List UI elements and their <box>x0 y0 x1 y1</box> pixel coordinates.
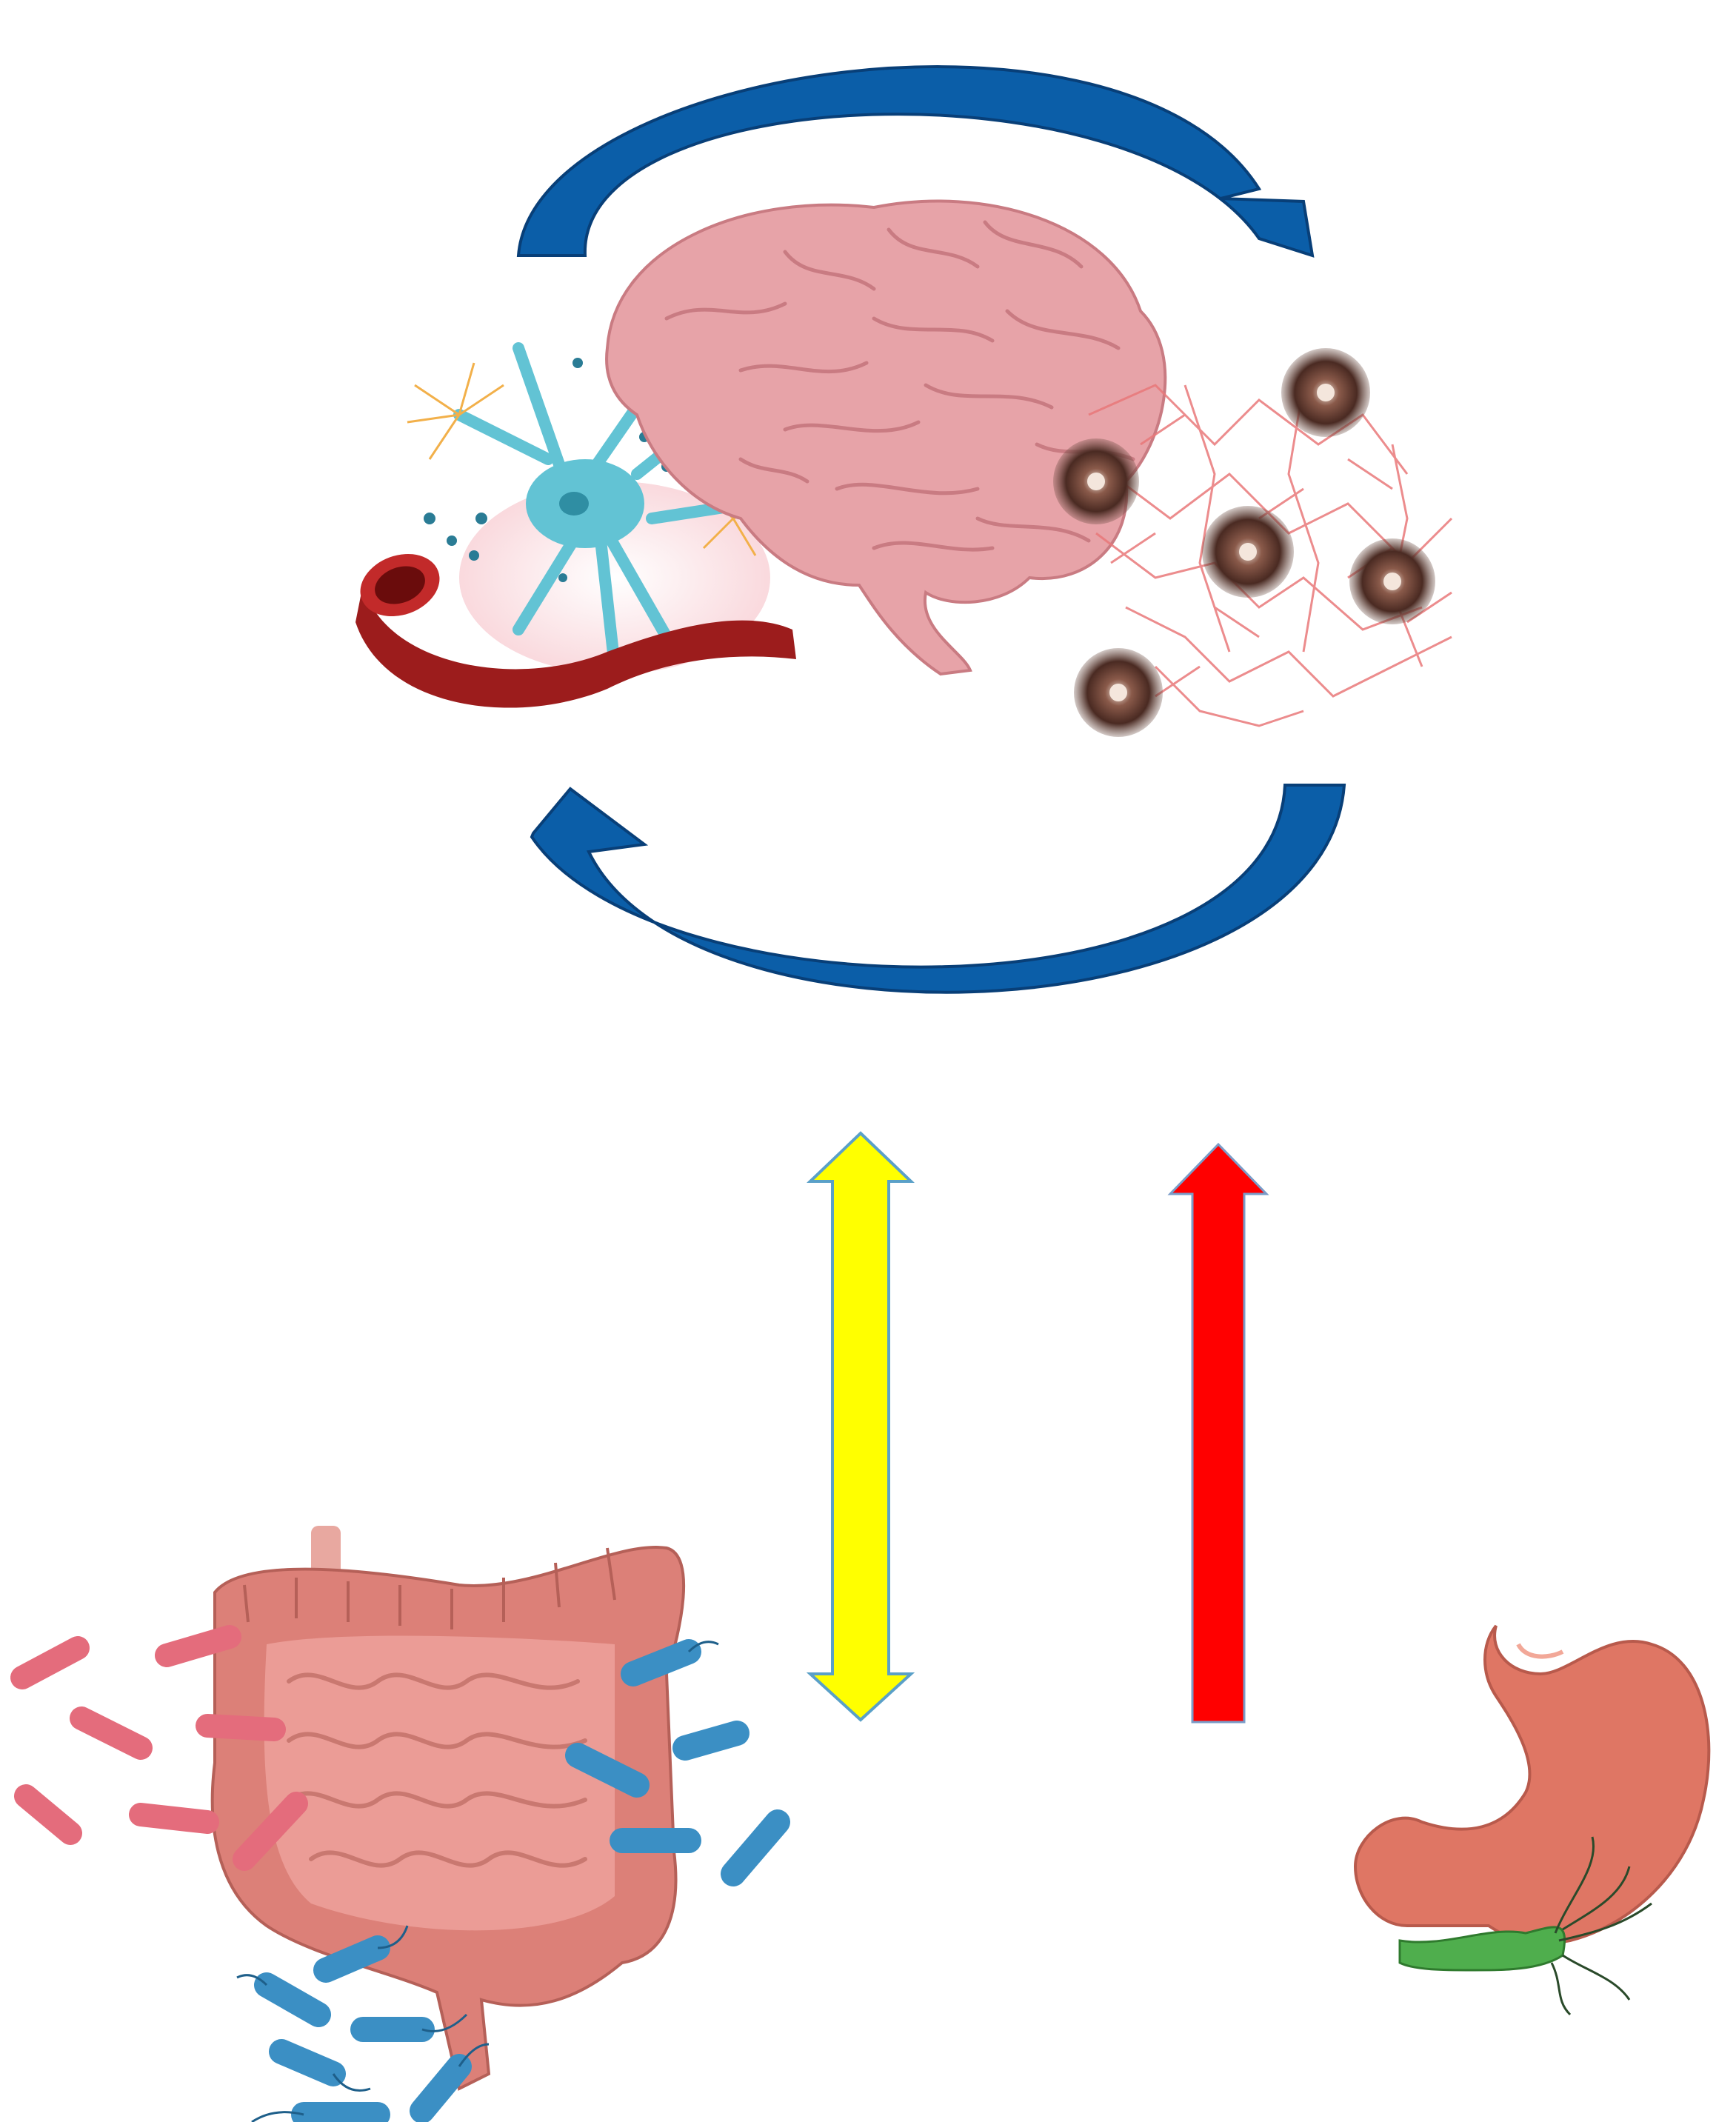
amyloid-plaque-icon <box>1053 348 1453 737</box>
helicobacter-pylori-icon <box>1398 1836 1652 2016</box>
blood-vessel-icon <box>355 553 796 708</box>
intestine-icon <box>210 1526 686 2091</box>
unidirectional-arrow-icon <box>1167 1142 1269 1724</box>
brain-icon <box>605 199 1167 676</box>
blue-bacteria-icon <box>236 1639 790 2122</box>
cycle-arrow-top-icon <box>516 65 1315 258</box>
cycle-arrow-bottom-icon <box>530 784 1346 994</box>
pink-bacteria-icon <box>10 1625 308 1871</box>
cycle-arrows <box>516 65 1346 994</box>
stomach-icon <box>1353 1624 1711 1945</box>
bidirectional-arrow-icon <box>806 1131 915 1722</box>
neuron-icon <box>407 317 771 674</box>
